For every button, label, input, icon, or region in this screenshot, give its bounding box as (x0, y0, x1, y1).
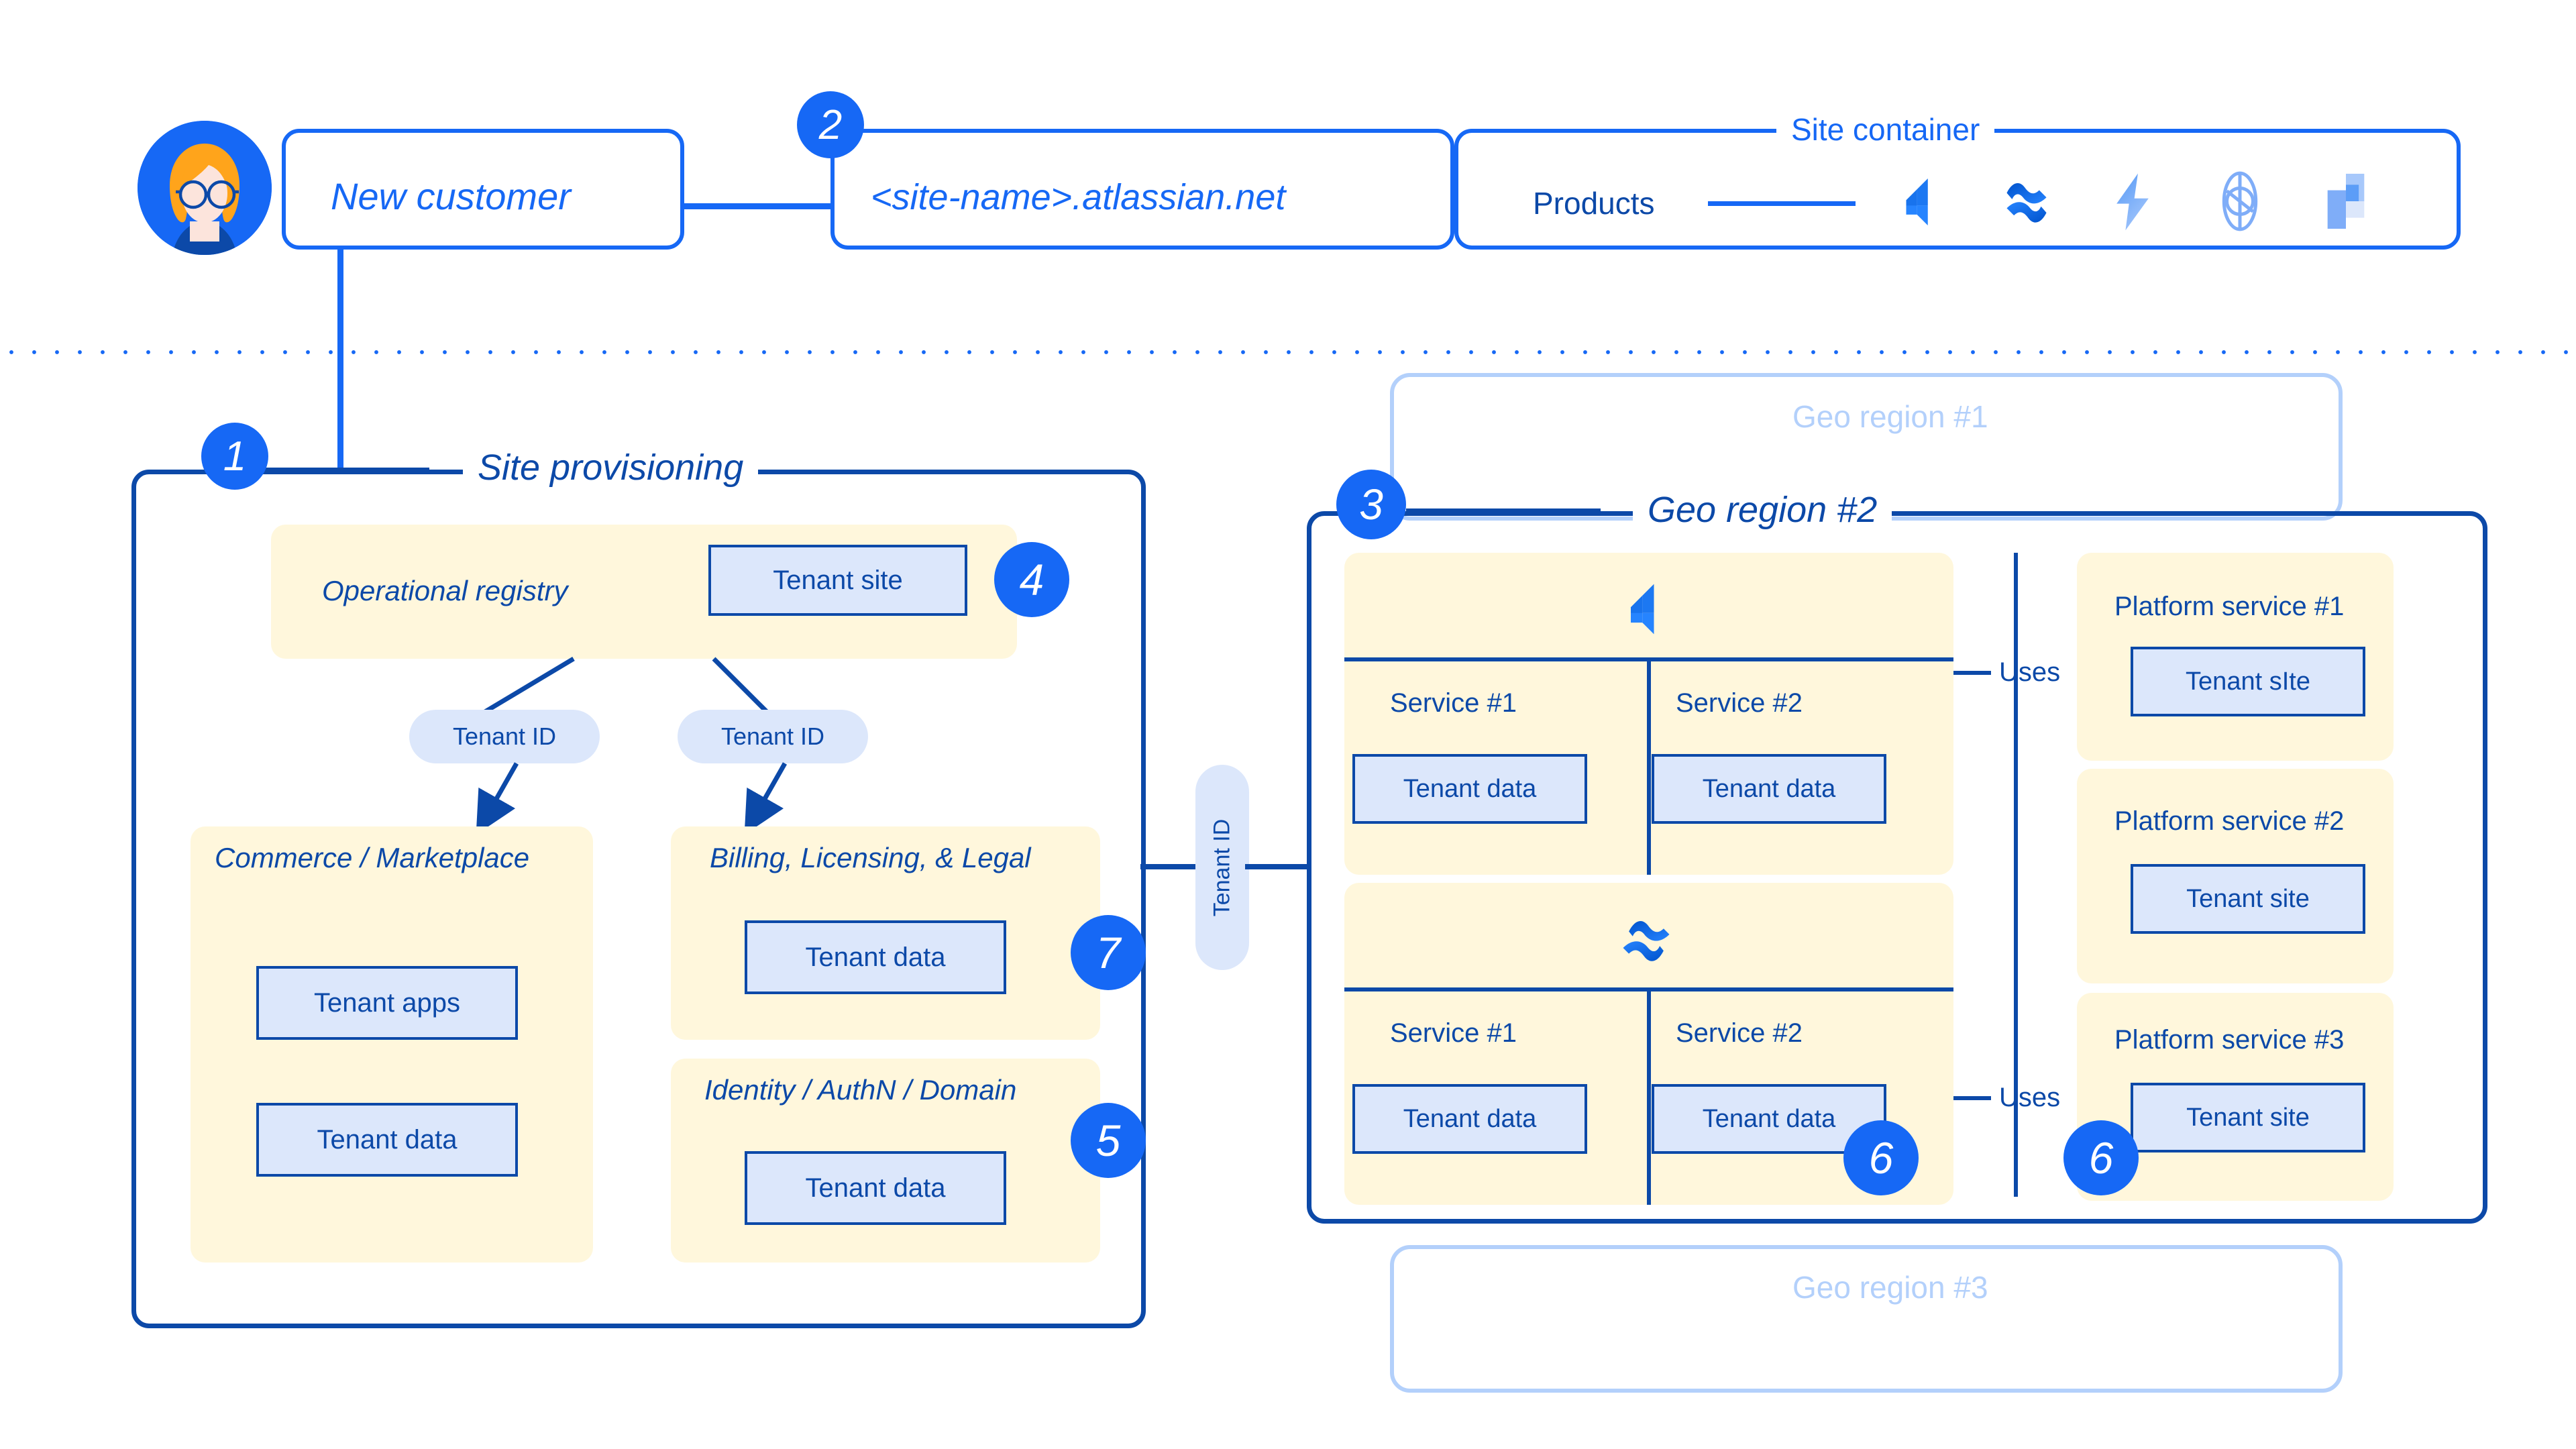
products-label: Products (1533, 186, 1655, 221)
badge-5: 5 (1071, 1103, 1146, 1178)
jira-service-1-label: Service #1 (1390, 688, 1517, 718)
badge-2: 2 (797, 91, 864, 158)
bridge-tenant-id-pill: Tenant ID (1195, 765, 1249, 970)
confluence-service-1-tenant-data-box: Tenant data (1352, 1084, 1587, 1154)
billing-tenant-data-box: Tenant data (745, 920, 1006, 994)
confluence-service-1-label: Service #1 (1390, 1018, 1517, 1048)
jira-group-vertical-rule (1647, 661, 1651, 875)
arrow-registry-to-tenant-id-right (712, 657, 771, 716)
bridge-tenant-id-label: Tenant ID (1209, 818, 1235, 916)
confluence-group-vertical-rule (1647, 991, 1651, 1205)
provisioning-title-rule (255, 468, 429, 474)
platform-service-3-title: Platform service #3 (2114, 1025, 2345, 1055)
commerce-marketplace-card (191, 826, 593, 1263)
jira-service-1-tenant-data-box: Tenant data (1352, 754, 1587, 824)
geo-region-2-column-divider (2014, 553, 2018, 1197)
geo-region-2-panel[interactable] (1307, 511, 2487, 1224)
woman-avatar-icon (138, 121, 272, 255)
connector-bridge-to-georegion2 (1245, 864, 1309, 869)
new-customer-label: New customer (331, 175, 571, 217)
platform-service-2-title: Platform service #2 (2114, 806, 2345, 836)
badge-4: 4 (994, 542, 1069, 617)
trello-icon (2318, 172, 2373, 231)
uses-label-bottom: Uses (1999, 1083, 2061, 1112)
badge-3: 3 (1336, 470, 1406, 539)
confluence-icon (1615, 908, 1677, 970)
arrow-tenant-id-to-billing (744, 762, 788, 835)
geo-region-1-label: Geo region #1 (1792, 399, 1988, 434)
jira-service-management-icon (2104, 172, 2161, 232)
geo-region-3-label: Geo region #3 (1792, 1270, 1988, 1305)
confluence-service-2-label: Service #2 (1676, 1018, 1803, 1048)
geo-region-2-title: Geo region #2 (1633, 492, 1892, 528)
badge-1: 1 (201, 423, 268, 490)
tenant-id-pill-left: Tenant ID (409, 710, 600, 763)
identity-tenant-data-box: Tenant data (745, 1151, 1006, 1225)
site-name-box[interactable] (830, 129, 1454, 250)
site-provisioning-title: Site provisioning (463, 449, 759, 486)
registry-tenant-site-box: Tenant site (708, 545, 967, 616)
arrow-tenant-id-to-commerce (476, 762, 519, 835)
site-container-label: Site container (1776, 114, 1995, 145)
billing-licensing-legal-title: Billing, Licensing, & Legal (710, 842, 1031, 873)
connector-customer-to-provisioning (337, 246, 343, 474)
badge-7: 7 (1071, 915, 1146, 990)
connector-provisioning-to-bridge (1140, 864, 1199, 869)
jira-service-2-tenant-data-box: Tenant data (1652, 754, 1886, 824)
jira-group-horizontal-rule (1344, 657, 1953, 661)
uses-connector-bottom-left (1953, 1096, 1991, 1100)
connector-customer-to-sitename (683, 203, 832, 209)
commerce-tenant-data-box: Tenant data (256, 1103, 518, 1177)
geo-region-3-panel (1390, 1245, 2343, 1393)
identity-authn-domain-title: Identity / AuthN / Domain (704, 1074, 1017, 1106)
region-separator-dotted-line (0, 349, 2576, 356)
arrow-registry-to-tenant-id-left (480, 656, 575, 716)
platform-service-1-title: Platform service #1 (2114, 592, 2345, 621)
confluence-icon (1998, 173, 2055, 231)
tenant-id-pill-right: Tenant ID (678, 710, 868, 763)
badge-6-left: 6 (1843, 1120, 1919, 1195)
uses-label-top: Uses (1999, 657, 2061, 687)
geo-region-2-title-rule (1406, 508, 1601, 515)
atlas-icon (2210, 170, 2270, 232)
badge-6-right: 6 (2063, 1120, 2139, 1195)
confluence-group-horizontal-rule (1344, 987, 1953, 991)
platform-service-2-tenant-site-box: Tenant site (2131, 864, 2365, 934)
jira-service-2-label: Service #2 (1676, 688, 1803, 718)
site-name-label: <site-name>.atlassian.net (871, 177, 1286, 217)
new-customer-box[interactable] (282, 129, 684, 250)
operational-registry-title: Operational registry (322, 575, 568, 606)
commerce-marketplace-title: Commerce / Marketplace (215, 842, 530, 873)
uses-connector-top-left (1953, 671, 1991, 675)
platform-service-3-tenant-site-box: Tenant site (2131, 1083, 2365, 1152)
platform-service-1-tenant-site-box: Tenant sIte (2131, 647, 2365, 716)
commerce-tenant-apps-box: Tenant apps (256, 966, 518, 1040)
jira-icon (1892, 173, 1949, 231)
connector-products-to-icons (1708, 201, 1856, 206)
jira-icon (1615, 578, 1677, 640)
